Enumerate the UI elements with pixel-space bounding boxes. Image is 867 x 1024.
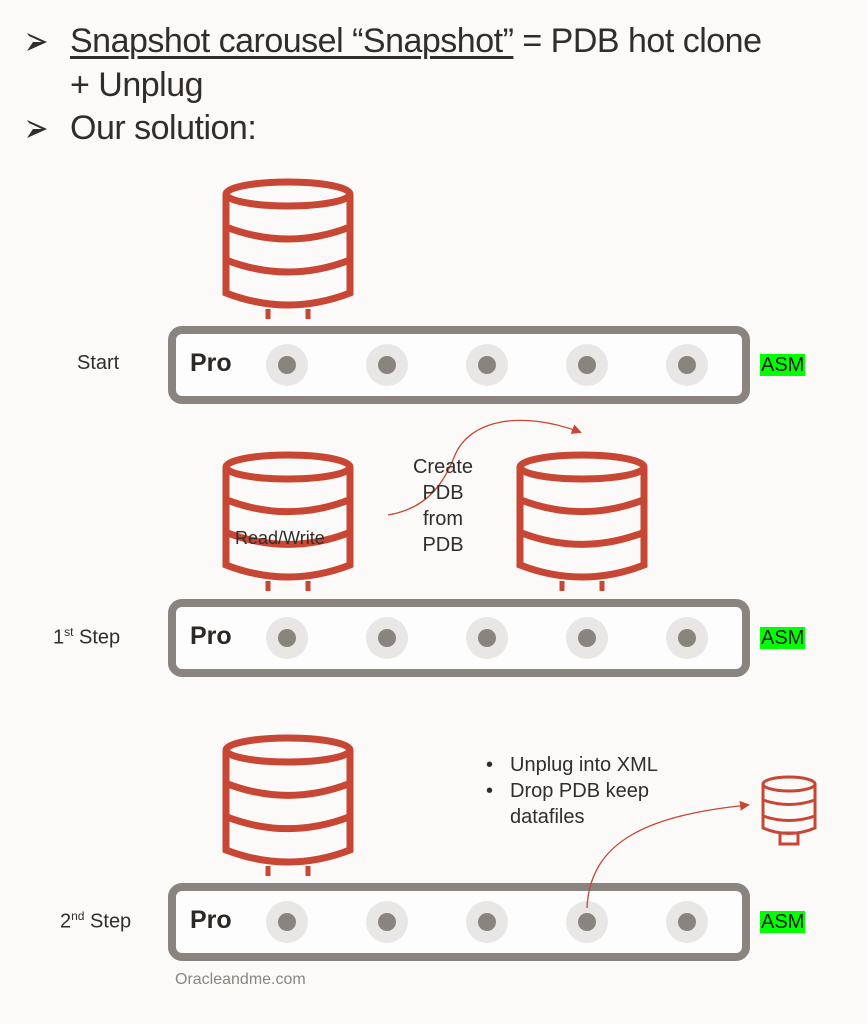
pro-label: Pro bbox=[190, 622, 232, 650]
disk-dot bbox=[478, 629, 496, 647]
underlined-title: Snapshot carousel “Snapshot” bbox=[70, 22, 514, 60]
create-line: PDB bbox=[422, 482, 464, 504]
disk-dot bbox=[478, 356, 496, 374]
disk-dot bbox=[278, 913, 296, 931]
create-line: PDB bbox=[422, 534, 464, 556]
bullet-1-rest: = PDB hot clone bbox=[513, 22, 762, 60]
unplug-arrow bbox=[586, 800, 750, 909]
storage-frame bbox=[168, 599, 750, 677]
database-icon-step2 bbox=[222, 734, 354, 876]
disk-dot bbox=[478, 913, 496, 931]
disk-dot bbox=[578, 629, 596, 647]
create-pdb-text: Create PDB from PDB bbox=[395, 454, 491, 558]
footer-credit: Oracleandme.com bbox=[175, 971, 306, 988]
disk-dot bbox=[578, 913, 596, 931]
storage-frame bbox=[168, 326, 750, 404]
disk-dot bbox=[278, 629, 296, 647]
database-icon-start bbox=[222, 178, 354, 319]
pro-label: Pro bbox=[190, 906, 232, 934]
bullet-1: Snapshot carousel “Snapshot” = PDB hot c… bbox=[70, 20, 762, 62]
asm-badge: ASM bbox=[760, 627, 806, 649]
read-write-label: Read/Write bbox=[235, 528, 325, 548]
bullet-2: Our solution: bbox=[70, 109, 257, 147]
list-item-text: Drop PDB keep bbox=[510, 780, 649, 802]
step-label-text: Start bbox=[77, 352, 120, 374]
create-line: from bbox=[423, 508, 463, 530]
clone-arrow bbox=[387, 419, 582, 516]
pro-label: Pro bbox=[190, 349, 232, 377]
disk-dot bbox=[678, 629, 696, 647]
step-label-text: 1 bbox=[53, 626, 65, 649]
storage-frame-row-1 bbox=[168, 599, 750, 677]
asm-badge: ASM bbox=[760, 354, 806, 376]
step-label: 1st Step bbox=[53, 625, 120, 650]
arrow-bullet-icon bbox=[27, 120, 47, 138]
disk-dot bbox=[378, 356, 396, 374]
step-label-suffix: Step bbox=[73, 626, 121, 649]
step-label: Start bbox=[77, 352, 119, 375]
list-item-text: datafiles bbox=[510, 806, 585, 828]
arrow-bullet-icon bbox=[27, 33, 47, 51]
bullet-dot-icon: • bbox=[486, 780, 494, 802]
step-ordinal: st bbox=[64, 625, 74, 639]
database-icon-clone bbox=[516, 451, 648, 591]
list-item-text: Unplug into XML bbox=[510, 754, 658, 776]
disk-dot bbox=[378, 913, 396, 931]
step-label-suffix: Step bbox=[84, 910, 132, 933]
storage-frame-row-2 bbox=[168, 883, 750, 961]
disk-dot bbox=[378, 629, 396, 647]
small-database-icon bbox=[761, 775, 817, 846]
step-ordinal: nd bbox=[71, 909, 85, 923]
list-item: • Drop PDB keep bbox=[480, 778, 658, 804]
storage-frame-row-0 bbox=[168, 326, 750, 404]
disk-dot bbox=[678, 356, 696, 374]
disk-dot bbox=[678, 913, 696, 931]
create-line: Create bbox=[412, 456, 474, 478]
bullet-dot-icon: • bbox=[486, 754, 494, 776]
storage-frame bbox=[168, 883, 750, 961]
step-label: 2nd Step bbox=[60, 909, 131, 934]
list-item: • Unplug into XML bbox=[480, 752, 658, 778]
asm-badge: ASM bbox=[760, 911, 806, 933]
disk-dot bbox=[578, 356, 596, 374]
step-label-text: 2 bbox=[60, 910, 72, 933]
database-icon-source bbox=[222, 451, 354, 591]
list-item-continuation: datafiles bbox=[480, 804, 658, 830]
unplug-steps-list: • Unplug into XML • Drop PDB keep datafile… bbox=[480, 752, 658, 830]
bullet-1-continuation: + Unplug bbox=[70, 66, 204, 104]
disk-dot bbox=[278, 356, 296, 374]
